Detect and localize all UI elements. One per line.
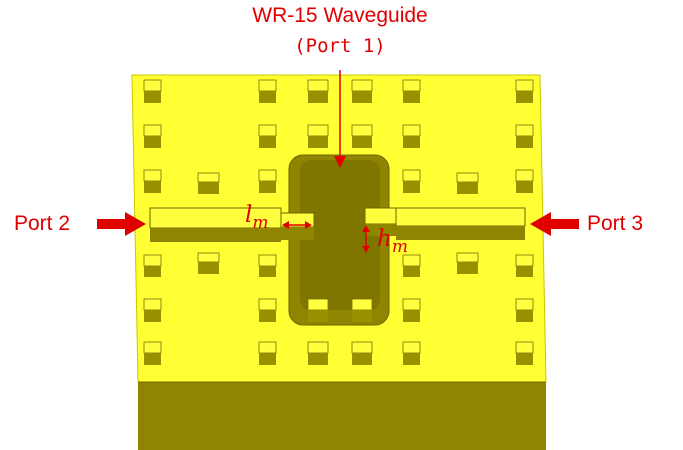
port2-label: Port 2 <box>14 212 70 235</box>
dimension-lm-label: lm <box>245 202 268 233</box>
feed-left-side <box>150 228 281 242</box>
pin <box>402 341 421 365</box>
pin <box>143 79 162 103</box>
annotations: WR-15 Waveguide (Port 1) Port 2 Port 3 l… <box>14 4 643 257</box>
pin <box>143 298 162 322</box>
feed-right-tip-top <box>364 207 397 225</box>
pin <box>197 172 220 194</box>
pin <box>258 298 277 322</box>
pin <box>143 254 162 277</box>
pin <box>351 341 373 365</box>
feed-right <box>364 207 526 240</box>
port1-arrow-head <box>334 156 346 168</box>
feed-left-tip-side <box>281 227 314 240</box>
dimension-hm-arrow-up <box>362 225 370 232</box>
pin <box>258 169 277 193</box>
feed-right-side <box>396 226 525 240</box>
pin <box>515 341 534 365</box>
feed-right-tip-side <box>365 224 396 236</box>
title-line-2: (Port 1) <box>294 35 386 57</box>
pin <box>307 341 329 365</box>
block-front-face <box>138 382 546 450</box>
port2-arrow-icon <box>97 212 146 236</box>
pin <box>143 341 162 365</box>
pin <box>515 169 534 193</box>
pin <box>307 79 329 103</box>
pin <box>307 124 329 148</box>
pin <box>515 254 534 277</box>
pin <box>515 124 534 148</box>
port3-arrow-icon <box>530 212 579 236</box>
pin <box>456 252 479 274</box>
pin <box>258 79 277 103</box>
pin <box>402 254 421 277</box>
pin <box>258 254 277 277</box>
pin <box>402 169 421 193</box>
pin <box>402 124 421 148</box>
waveguide-cavity-inner <box>300 160 380 310</box>
pin <box>258 341 277 365</box>
pin <box>197 252 220 274</box>
pin <box>402 298 421 322</box>
pin <box>307 298 329 322</box>
waveguide-opening <box>288 154 390 326</box>
dimension-hm-label: hm <box>377 226 408 257</box>
pin <box>143 124 162 148</box>
pin <box>351 124 373 148</box>
pin <box>402 79 421 103</box>
pin <box>258 124 277 148</box>
dimension-hm-arrow-down <box>362 246 370 253</box>
feed-right-top <box>395 207 526 227</box>
dimension-lm-arrow-right <box>305 221 312 229</box>
pin-array <box>143 79 534 365</box>
title-line-1: WR-15 Waveguide <box>252 4 427 27</box>
feed-left <box>149 207 315 242</box>
pin <box>515 79 534 103</box>
port3-label: Port 3 <box>587 212 643 235</box>
pin <box>351 298 373 322</box>
pin <box>515 298 534 322</box>
pin <box>143 169 162 193</box>
dimension-lm-arrow-left <box>282 221 289 229</box>
pin <box>456 172 479 194</box>
pin <box>351 79 373 103</box>
